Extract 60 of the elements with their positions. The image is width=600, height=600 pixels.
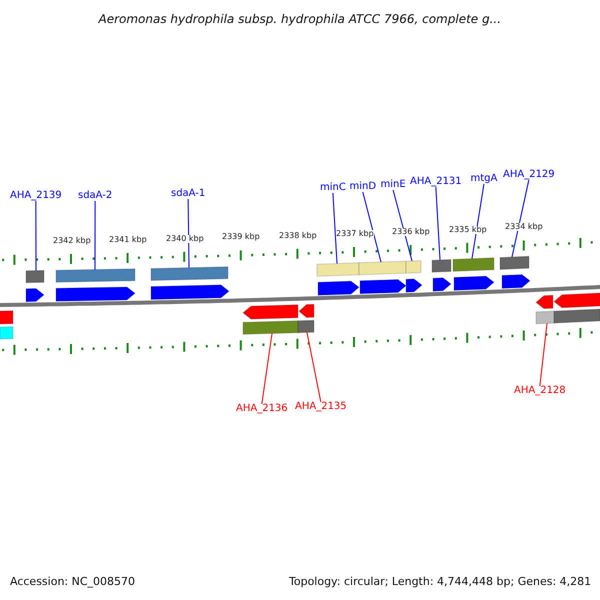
scale-label: 2341 kbp [109, 236, 147, 244]
cog-bar [554, 308, 600, 324]
cog-bar [358, 260, 406, 276]
genome-info-text: Topology: circular; Length: 4,744,448 bp; Genes: 4,281 [289, 576, 592, 586]
leader-line [332, 192, 338, 264]
gene-label: mtgA [470, 174, 498, 184]
gene-feature [0, 310, 14, 324]
gene-feature [535, 294, 554, 310]
scale-label: 2339 kbp [222, 233, 260, 242]
cog-bar [26, 270, 44, 284]
gene-feature [502, 274, 531, 289]
cog-bar [536, 310, 554, 324]
leader-line [188, 198, 190, 268]
cog-bar [298, 320, 314, 334]
gene-feature [298, 304, 314, 318]
scale-label: 2334 kbp [505, 223, 543, 232]
scale-label: 2336 kbp [392, 228, 430, 236]
cog-bar [0, 326, 14, 340]
scale-label: 2338 kbp [279, 232, 317, 240]
gene-feature [26, 288, 45, 302]
gene-label: AHA_2129 [503, 170, 555, 180]
gene-label: AHA_2135 [295, 402, 347, 412]
scale-label: 2335 kbp [449, 226, 487, 234]
cog-bar [56, 268, 136, 283]
cog-bar [316, 262, 360, 277]
gene-feature [406, 278, 423, 293]
leader-line [472, 184, 484, 260]
gene-label: AHA_2139 [10, 191, 62, 201]
gene-label: sdaA-1 [171, 189, 206, 199]
gene-feature [150, 284, 230, 300]
scale-label: 2342 kbp [53, 236, 91, 245]
gene-label: AHA_2128 [514, 386, 566, 396]
gene-label: AHA_2131 [410, 177, 462, 187]
leader-line [512, 180, 530, 258]
gene-label: minC [320, 183, 346, 193]
cog-bar [150, 266, 228, 282]
leader-line [35, 200, 36, 272]
gene-feature [56, 286, 136, 302]
gene-feature [432, 277, 452, 292]
cog-bar [432, 258, 452, 273]
map-title: Aeromonas hydrophila subsp. hydrophila ATCC 7966, complete g... [98, 13, 502, 25]
scale-label: 2337 kbp [336, 230, 374, 238]
gene-label: AHA_2136 [236, 404, 288, 414]
leader-line [539, 322, 548, 386]
scale-label: 2340 kbp [166, 234, 204, 243]
gene-feature [318, 280, 360, 296]
cog-bar [500, 256, 530, 270]
gene-label: minE [380, 180, 406, 190]
leader-line [261, 333, 272, 404]
cog-bar [242, 320, 298, 335]
cog-bar [452, 257, 494, 272]
leader-line [392, 190, 412, 262]
leader-line [306, 332, 322, 402]
accession-text: Accession: NC_008570 [10, 576, 136, 586]
leader-line [435, 186, 440, 260]
gene-label: sdaA-2 [78, 191, 112, 201]
leader-line [94, 200, 96, 270]
gene-label: minD [350, 182, 376, 192]
cog-bar [406, 260, 422, 274]
leader-line [362, 192, 382, 263]
